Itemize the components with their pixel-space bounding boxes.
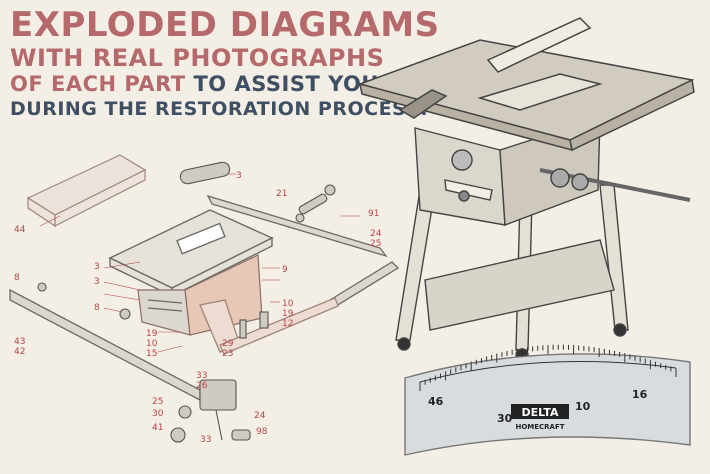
delta-sub: HOMECRAFT bbox=[515, 423, 564, 431]
part-label: 29 bbox=[222, 339, 234, 349]
scale-mark-1: 46 bbox=[428, 395, 444, 408]
scale-mark-2: 30 bbox=[497, 412, 513, 425]
part-label: 8 bbox=[14, 273, 20, 283]
part-label: 3 bbox=[94, 262, 100, 272]
headline-line-3b: TO ASSIST YOU bbox=[193, 72, 379, 96]
part-label: 10 bbox=[146, 339, 158, 349]
part-label: 21 bbox=[276, 189, 287, 199]
leader-lines bbox=[39, 173, 360, 353]
part-label: 23 bbox=[222, 349, 233, 359]
part-label: 12 bbox=[282, 319, 293, 329]
part-label: 42 bbox=[14, 347, 25, 357]
saw-table-illustration bbox=[357, 17, 695, 202]
part-label: 98 bbox=[256, 427, 268, 437]
part-label: 26 bbox=[196, 381, 208, 391]
scale-mark-4: 16 bbox=[632, 388, 648, 401]
part-label: 43 bbox=[14, 337, 25, 347]
part-label: 3 bbox=[94, 277, 100, 287]
headline-line-4: DURING THE RESTORATION PROCESS! bbox=[10, 98, 429, 120]
headline-line-2: WITH REAL PHOTOGRAPHS bbox=[10, 44, 385, 72]
part-label: 19 bbox=[146, 329, 158, 339]
scale-mark-3: 10 bbox=[575, 400, 591, 413]
small-parts-illustration bbox=[37, 161, 336, 443]
part-label: 30 bbox=[152, 409, 164, 419]
part-label: 19 bbox=[282, 309, 294, 319]
delta-scale-plate: 46 30 10 16 DELTA HOMECRAFT bbox=[404, 344, 691, 456]
part-label: 91 bbox=[368, 209, 379, 219]
delta-logo-box bbox=[511, 404, 569, 419]
part-label: 33 bbox=[196, 371, 207, 381]
part-label: 44 bbox=[14, 225, 26, 235]
part-label: 8 bbox=[94, 303, 100, 313]
part-label: 33 bbox=[200, 435, 211, 445]
part-label: 10 bbox=[282, 299, 294, 309]
part-label: 15 bbox=[146, 349, 157, 359]
headline-line-3: OF EACH PART TO ASSIST YOU bbox=[10, 72, 378, 96]
part-label: 24 bbox=[370, 229, 382, 239]
part-label: 25 bbox=[370, 239, 381, 249]
part-label: 3 bbox=[236, 171, 242, 181]
headline-line-3a: OF EACH PART bbox=[10, 72, 186, 96]
part-label: 24 bbox=[254, 411, 266, 421]
part-label: 9 bbox=[282, 265, 288, 275]
delta-brand: DELTA bbox=[522, 406, 559, 419]
part-label: 41 bbox=[152, 423, 163, 433]
extension-wing-illustration bbox=[26, 154, 147, 228]
part-label: 25 bbox=[152, 397, 163, 407]
